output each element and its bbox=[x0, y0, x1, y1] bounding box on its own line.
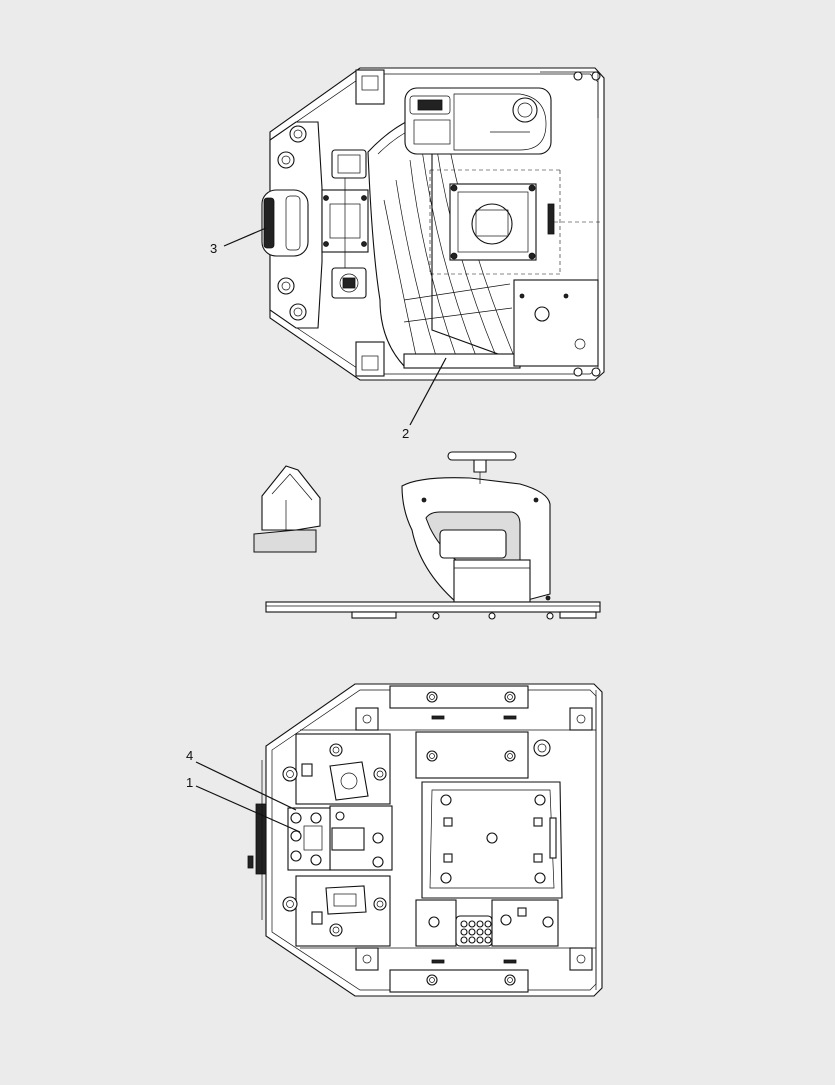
callout-3-label: 3 bbox=[210, 241, 217, 256]
side-view-pedal bbox=[253, 465, 321, 553]
side-view-console bbox=[401, 451, 551, 603]
callout-2-label: 2 bbox=[402, 426, 409, 441]
side-view-base-rail bbox=[265, 601, 601, 620]
top-view-assembly: 3 2 bbox=[210, 67, 605, 441]
side-view-assembly bbox=[253, 451, 601, 620]
callout-1: 1 bbox=[186, 775, 301, 833]
bottom-view-left-panels bbox=[282, 733, 393, 947]
rear-control-plate bbox=[513, 279, 599, 367]
steering-wheel bbox=[447, 451, 517, 484]
top-view-corner-brackets bbox=[355, 69, 601, 377]
front-bumper-module bbox=[261, 121, 323, 329]
bottom-view-lower-panels bbox=[415, 899, 559, 947]
bottom-view-rails bbox=[300, 685, 597, 993]
bottom-view-module-1 bbox=[247, 760, 331, 920]
pedal-blocks bbox=[331, 149, 367, 299]
callout-4-label: 4 bbox=[186, 748, 193, 763]
callout-4: 4 bbox=[186, 748, 297, 811]
seat-base-plate bbox=[429, 169, 600, 275]
bottom-view-center-plate bbox=[415, 731, 563, 899]
callout-2: 2 bbox=[402, 357, 447, 441]
bottom-view-assembly: 4 1 bbox=[186, 683, 603, 997]
callout-3: 3 bbox=[210, 227, 267, 256]
top-console-tank bbox=[404, 87, 552, 155]
center-bracket bbox=[321, 160, 369, 290]
callout-1-label: 1 bbox=[186, 775, 193, 790]
